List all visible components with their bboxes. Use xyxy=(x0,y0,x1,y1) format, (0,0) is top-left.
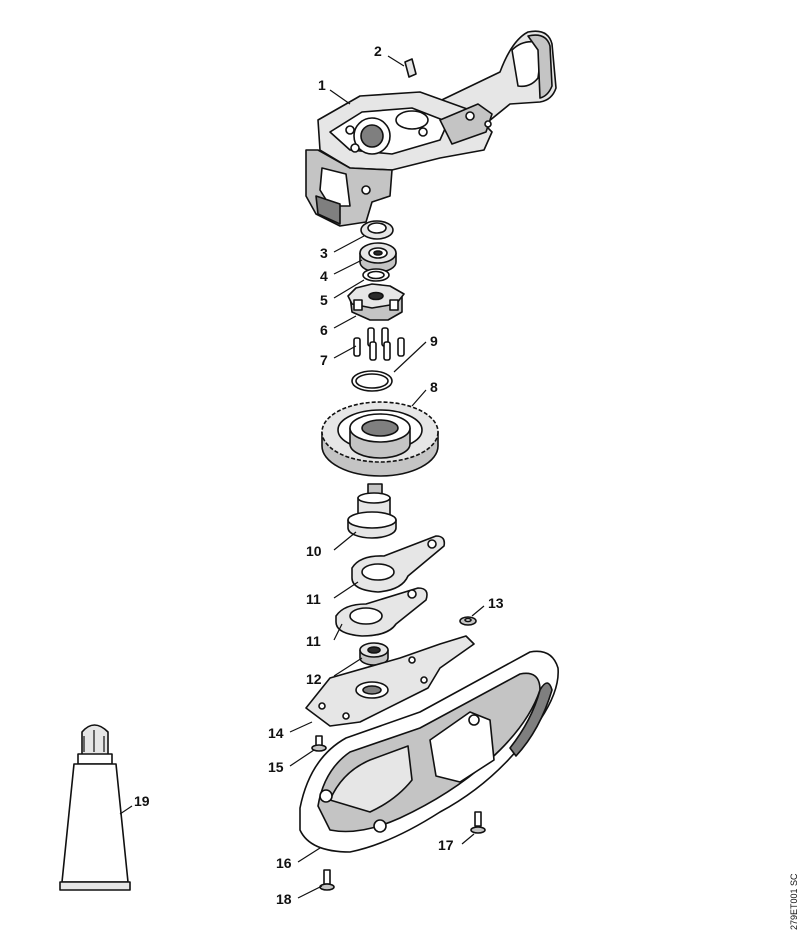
callout-18: 18 xyxy=(276,891,292,907)
spacer-sleeve xyxy=(360,220,394,240)
callout-10: 10 xyxy=(306,543,322,559)
callout-11b: 11 xyxy=(306,633,321,649)
callout-labels: 2 1 3 4 5 6 7 9 8 10 11 11 13 12 14 15 1… xyxy=(134,43,504,907)
needle-bearing xyxy=(359,642,389,666)
callout-16: 16 xyxy=(276,855,292,871)
callout-12: 12 xyxy=(306,671,322,687)
housing-cover xyxy=(299,650,559,853)
drawing-code: 279ET001 SC xyxy=(789,873,799,930)
callout-15: 15 xyxy=(268,759,284,775)
callout-7: 7 xyxy=(320,352,328,368)
grease-tube xyxy=(59,724,131,891)
ball-bearing xyxy=(359,242,397,273)
callout-4: 4 xyxy=(320,268,328,284)
callout-19: 19 xyxy=(134,793,150,809)
leader-lines xyxy=(119,55,485,899)
circlip xyxy=(362,268,390,282)
callout-13: 13 xyxy=(488,595,504,611)
washer xyxy=(459,616,477,626)
callout-2: 2 xyxy=(374,43,382,59)
gear-housing xyxy=(305,30,557,227)
screw-17 xyxy=(470,811,486,834)
callout-9: 9 xyxy=(430,333,438,349)
eccentric-shaft xyxy=(347,483,397,539)
connecting-rod-lower xyxy=(335,587,428,637)
needle-rollers xyxy=(353,327,405,361)
callout-6: 6 xyxy=(320,322,328,338)
callout-8: 8 xyxy=(430,379,438,395)
snap-ring xyxy=(351,370,393,392)
callout-17: 17 xyxy=(438,837,454,853)
screw-15 xyxy=(311,735,327,752)
callout-3: 3 xyxy=(320,245,328,261)
callout-1: 1 xyxy=(318,77,326,93)
callout-14: 14 xyxy=(268,725,284,741)
connecting-rod-upper xyxy=(351,535,446,593)
cover-plate xyxy=(305,635,475,727)
pin xyxy=(404,58,417,78)
carrier xyxy=(347,283,405,321)
callout-11a: 11 xyxy=(306,591,321,607)
screw-18 xyxy=(319,869,335,891)
spur-gear xyxy=(321,401,439,477)
callout-5: 5 xyxy=(320,292,328,308)
